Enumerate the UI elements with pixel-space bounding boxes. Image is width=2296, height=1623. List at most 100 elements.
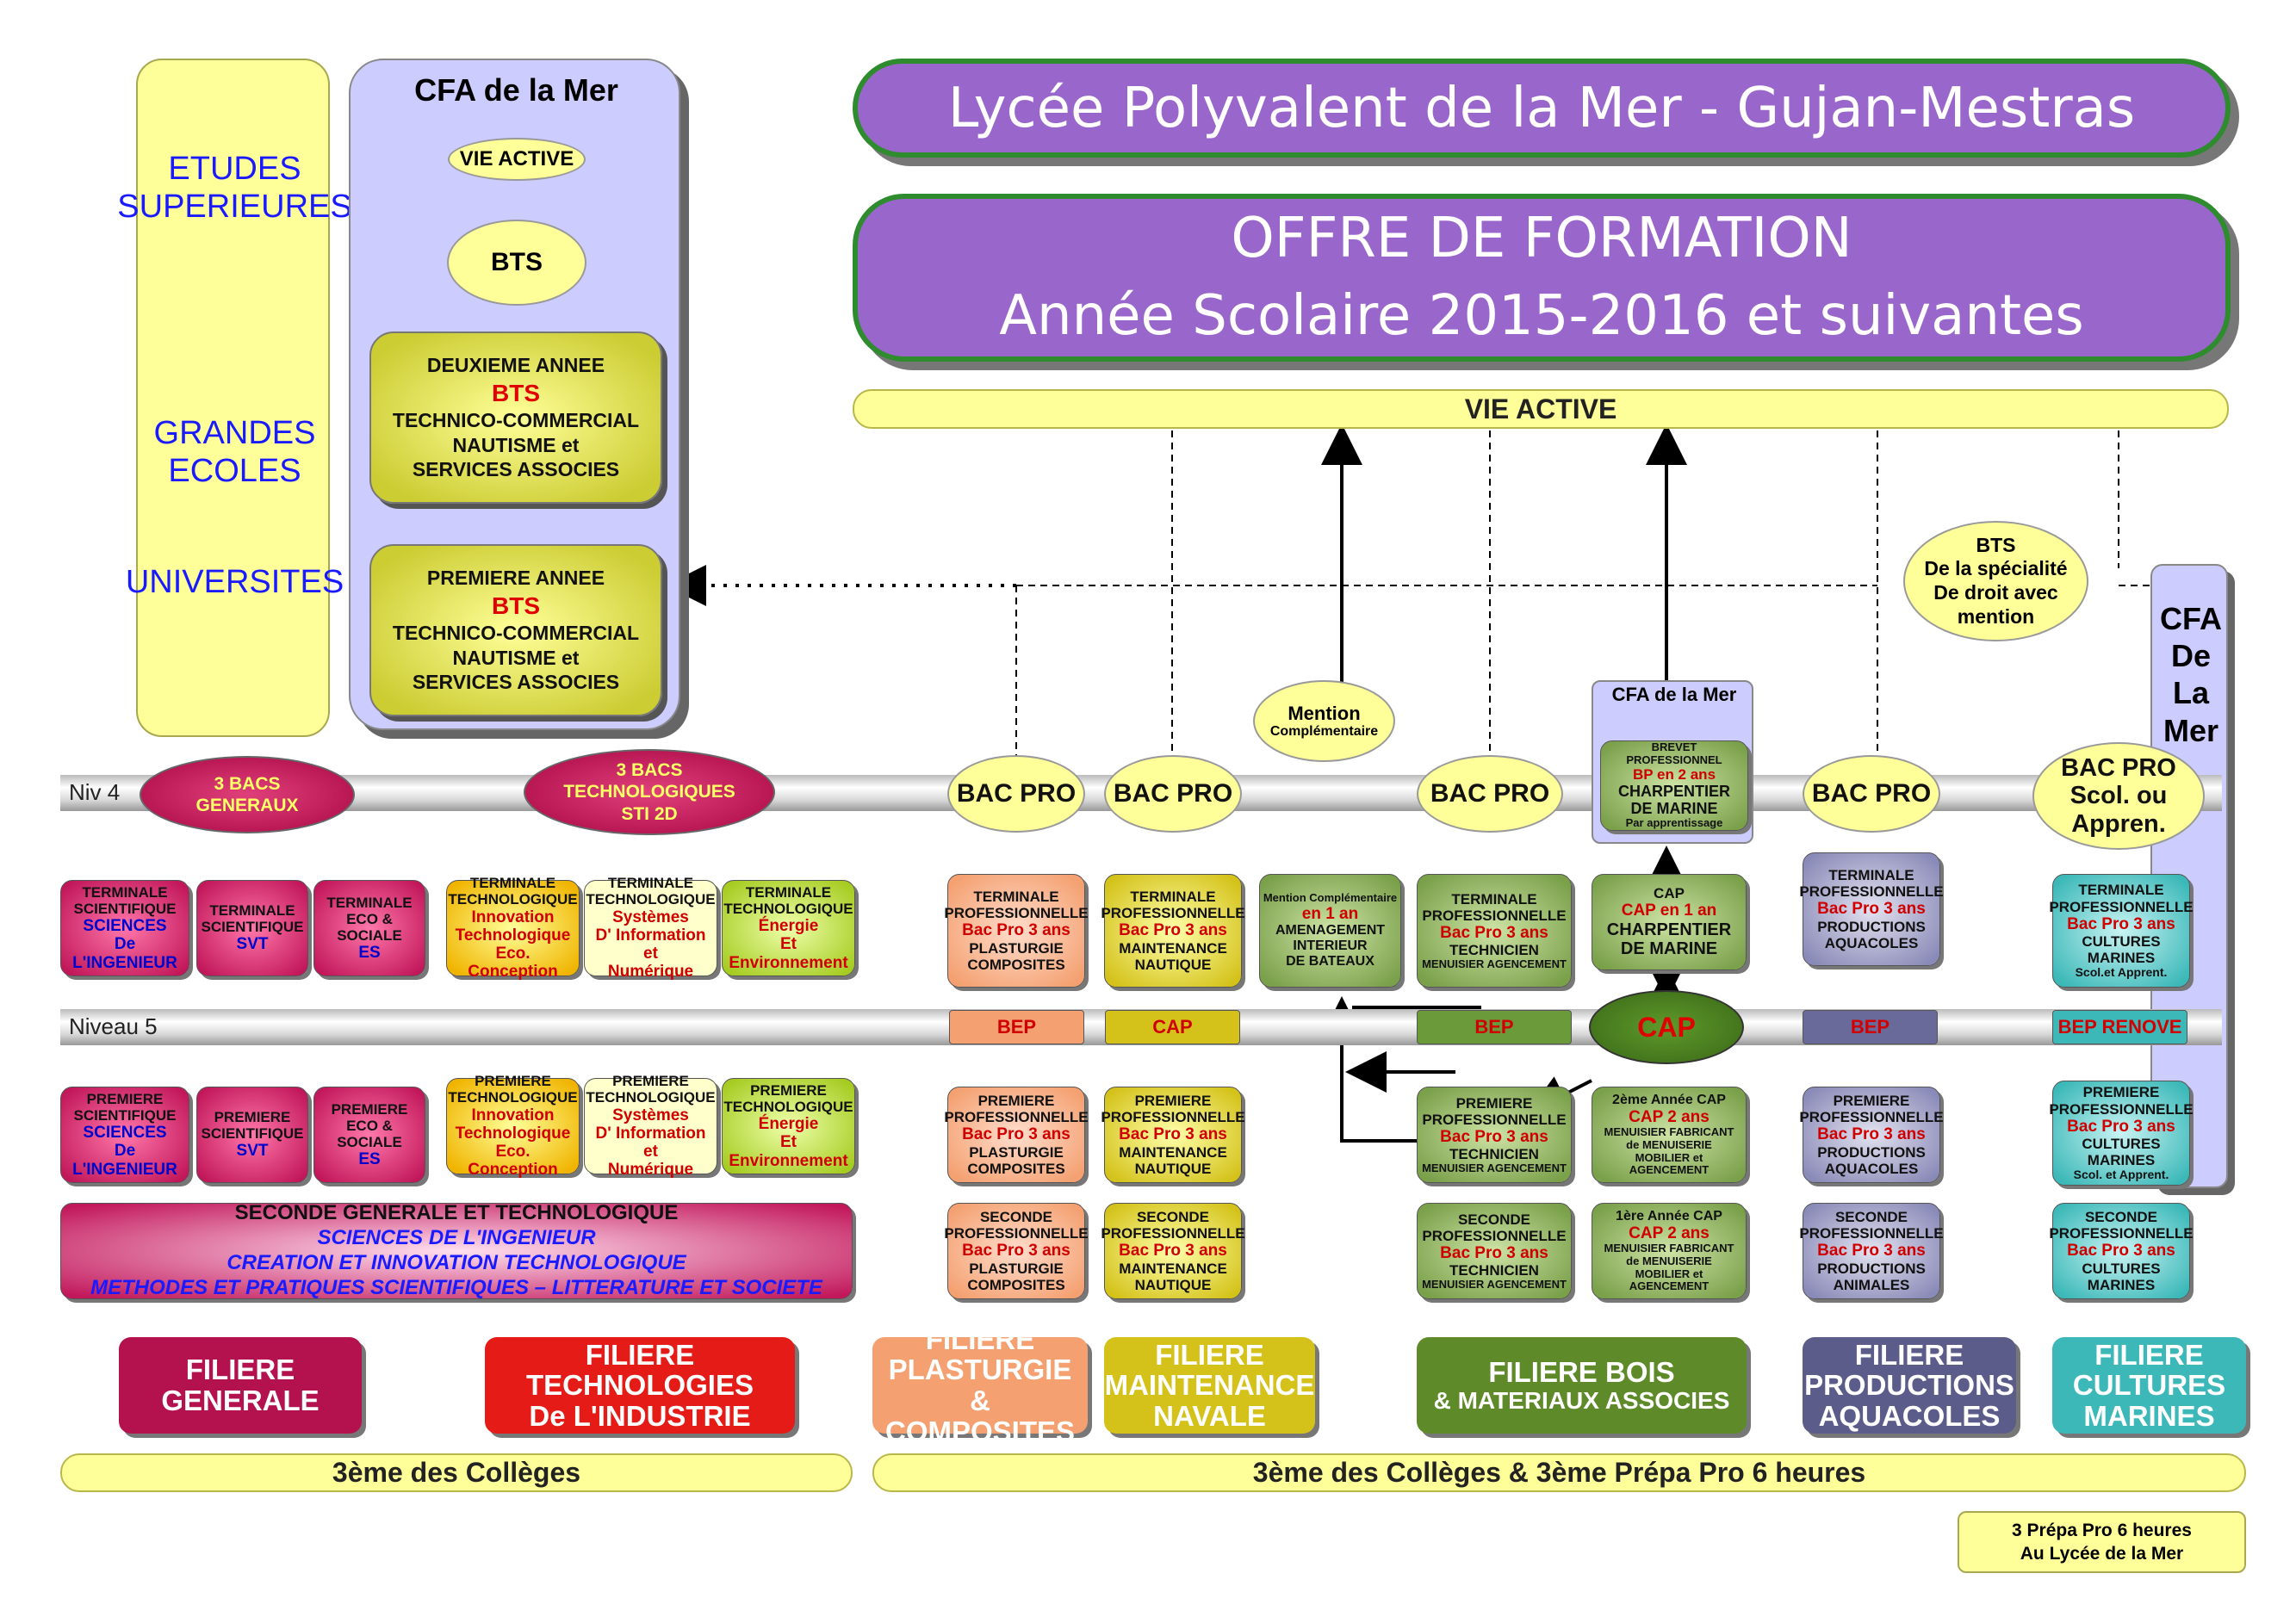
card-l3: Systèmes <box>612 908 689 926</box>
premiere-ee-card: PREMIERE TECHNOLOGIQUE Énergie Et Enviro… <box>722 1078 855 1174</box>
card-l2: PROFESSIONNELLE <box>2049 898 2194 915</box>
bacs-technologiques-oval: 3 BACS TECHNOLOGIQUES STI 2D <box>524 749 775 835</box>
cfa-right-l1: CFA <box>2160 601 2222 636</box>
bep-aquacoles: BEP <box>1803 1010 1938 1044</box>
filiere-l1: FILIERE <box>185 1354 295 1386</box>
card-l1: TERMINALE <box>82 884 168 901</box>
card-l1: PREMIERE <box>1455 1094 1533 1112</box>
card-l1: PREMIERE <box>977 1093 1055 1110</box>
card-l4: PLASTURGIE <box>969 1143 1064 1161</box>
card-l1: TERMINALE <box>745 884 832 901</box>
premiere-pro-plasturgie-card: PREMIERE PROFESSIONNELLE Bac Pro 3 ans P… <box>944 1087 1089 1183</box>
card-l5: MARINES <box>2087 949 2156 966</box>
card-l1: SECONDE <box>1136 1209 1210 1226</box>
card-l1: TERMINALE <box>607 875 694 892</box>
cap-1ere-annee-card: 1ère Année CAP CAP 2 ans MENUISIER FABRI… <box>1592 1203 1747 1299</box>
terminale-ee-card: TERMINALE TECHNOLOGIQUE Énergie Et Envir… <box>722 880 855 976</box>
etudes-superieures-column: ETUDES SUPERIEURES GRANDES ECOLES UNIVER… <box>117 59 352 737</box>
card-l4: TECHNICIEN <box>1449 1261 1539 1279</box>
card-l5: MENUISIER AGENCEMENT <box>1422 957 1567 970</box>
card-l3: Bac Pro 3 ans <box>1440 1243 1548 1262</box>
bts-spec-l2: De la spécialité <box>1924 557 2068 580</box>
card-l1: SECONDE <box>1834 1209 1908 1226</box>
card-l3: AMENAGEMENT <box>1275 923 1386 938</box>
bts-oval: BTS <box>447 220 586 306</box>
premiere-si-card: PREMIERE SCIENTIFIQUE SCIENCES De L'INGE… <box>60 1087 189 1183</box>
filiere-bois-box: FILIERE BOIS & MATERIAUX ASSOCIES <box>1417 1337 1747 1434</box>
card-l1: TERMINALE <box>2078 882 2164 899</box>
bts2-line3: TECHNICO-COMMERCIAL <box>392 408 640 431</box>
premiere-sin-card: PREMIERE TECHNOLOGIQUE Systèmes D' Infor… <box>584 1073 717 1179</box>
card-l1: TERMINALE <box>1451 890 1537 908</box>
superieures-label: SUPERIEURES <box>117 188 352 225</box>
card-l6: Scol.et Apprent. <box>2075 964 2168 979</box>
filiere-l1: FILIERE <box>925 1323 1035 1355</box>
card-l1: SECONDE <box>979 1209 1053 1226</box>
filiere-l1: FILIERE <box>1155 1338 1264 1371</box>
card-l4: D' Information et <box>595 1124 706 1161</box>
filiere-cultures-box: FILIERE CULTURES MARINES <box>2052 1337 2246 1434</box>
filiere-techno-box: FILIERE TECHNOLOGIES De L'INDUSTRIE <box>485 1337 795 1434</box>
bac-pro-bois-oval: BAC PRO <box>1417 755 1563 833</box>
card-l4: De <box>114 1142 136 1161</box>
card-l5: Environnement <box>729 1151 848 1170</box>
card-l4: CULTURES <box>2082 1260 2161 1277</box>
card-l2: SCIENTIFIQUE <box>201 1125 304 1143</box>
card-l5: MARINES <box>2087 1151 2156 1168</box>
note-l1: 3 Prépa Pro 6 heures <box>2012 1520 2192 1540</box>
card-l4: Technologique <box>455 1124 571 1143</box>
seconde-gt-l4: METHODES ET PRATIQUES SCIENTIFIQUES – LI… <box>90 1275 822 1299</box>
bacs-tech-l1: 3 BACS <box>616 760 683 781</box>
seconde-gt-card: SECONDE GENERALE ET TECHNOLOGIQUE SCIENC… <box>60 1201 853 1299</box>
card-l3: Énergie <box>758 917 819 936</box>
bacs-gen-l2: GENERAUX <box>195 796 299 815</box>
bac-pro-text: BAC PRO <box>1113 779 1233 808</box>
mention-complementaire-card: Mention Complémentaire en 1 an AMENAGEME… <box>1259 874 1401 988</box>
bts2-line1: DEUXIEME ANNEE <box>426 354 605 376</box>
bts2-line4: NAUTISME et <box>452 433 580 456</box>
seconde-gt-l3: CREATION ET INNOVATION TECHNOLOGIQUE <box>226 1251 686 1274</box>
title-bar: Lycée Polyvalent de la Mer - Gujan-Mestr… <box>853 59 2231 158</box>
card-l5: AQUACOLES <box>1824 1160 1919 1177</box>
bts1-bts: BTS <box>492 592 540 619</box>
card-l3: Bac Pro 3 ans <box>1440 1127 1548 1146</box>
card-l1: TERMINALE <box>973 889 1059 906</box>
card-l3: MENUISIER FABRICANT <box>1604 1125 1734 1139</box>
card-l2: SCIENTIFIQUE <box>73 1107 177 1124</box>
card-l4: PLASTURGIE <box>969 1260 1064 1277</box>
footer-left-text: 3ème des Collèges <box>332 1457 581 1488</box>
bts-specialite-oval: BTS De la spécialité De droit avec menti… <box>1903 521 2088 641</box>
premiere-svt-card: PREMIERE SCIENTIFIQUE SVT <box>196 1087 308 1183</box>
premiere-pro-bois-card: PREMIERE PROFESSIONNELLE Bac Pro 3 ans T… <box>1417 1087 1572 1183</box>
subtitle-bar: OFFRE DE FORMATION Année Scolaire 2015-2… <box>853 194 2231 362</box>
niv4-label: Niv 4 <box>69 779 121 805</box>
card-l5: ANIMALES <box>1833 1276 1910 1293</box>
card-l3: Énergie <box>758 1115 819 1134</box>
card-l5: Numérique <box>607 1161 694 1180</box>
card-l4: Et <box>780 1133 797 1152</box>
card-l5: MENUISIER AGENCEMENT <box>1422 1161 1567 1174</box>
filiere-l2: GENERALE <box>161 1385 320 1416</box>
card-l2: PROFESSIONNELLE <box>1101 905 1245 922</box>
card-l3: Bac Pro 3 ans <box>1817 900 1926 919</box>
bep-text: BEP <box>1474 1016 1514 1038</box>
card-l3: CHARPENTIER <box>1606 920 1732 939</box>
card-l5: Environnement <box>729 953 848 972</box>
card-l3: Bac Pro 3 ans <box>1440 923 1548 942</box>
terminale-pro-maintenance-card: TERMINALE PROFESSIONNELLE Bac Pro 3 ans … <box>1101 874 1245 988</box>
filiere-l2: MAINTENANCE <box>1104 1369 1315 1402</box>
seconde-pro-maintenance-card: SECONDE PROFESSIONNELLE Bac Pro 3 ans MA… <box>1101 1203 1245 1299</box>
filiere-maintenance-box: FILIERE MAINTENANCE NAVALE <box>1104 1337 1315 1434</box>
filiere-l2: TECHNOLOGIES <box>525 1369 754 1402</box>
cfa-de-la-mer-panel: CFA de la Mer VIE ACTIVE BTS DEUXIEME AN… <box>349 59 680 730</box>
filiere-generale-box: FILIERE GENERALE <box>119 1337 362 1434</box>
bac-pro-text: BAC PRO <box>1811 779 1932 808</box>
card-l2: SCIENTIFIQUE <box>201 919 304 936</box>
cap-text: CAP <box>1152 1016 1193 1038</box>
premiere-itec-card: PREMIERE TECHNOLOGIQUE Innovation Techno… <box>446 1073 580 1179</box>
card-l6: Scol. et Apprent. <box>2073 1167 2169 1181</box>
bac-pro-scol-l2: Scol. ou <box>2070 782 2168 810</box>
filiere-l1: FILIERE <box>2094 1338 2204 1371</box>
card-l4: PRODUCTIONS <box>1817 918 1926 935</box>
card-l4: TECHNICIEN <box>1449 941 1539 958</box>
